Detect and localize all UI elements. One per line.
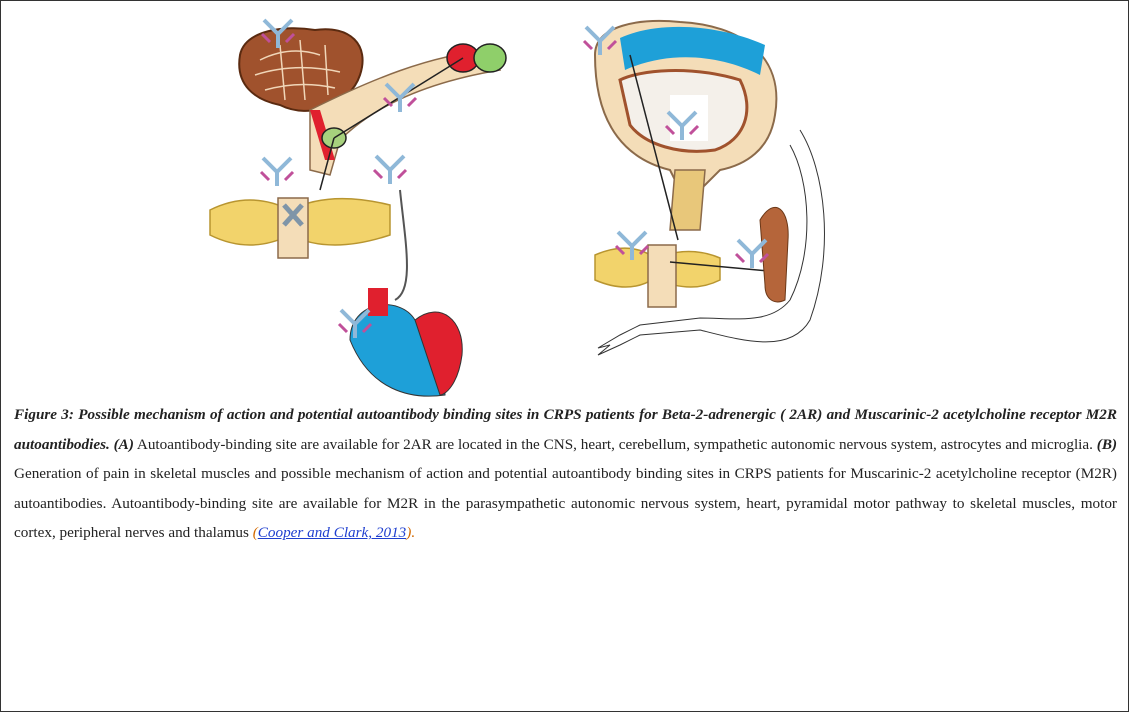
spinal-cord-a: [210, 198, 390, 258]
brainstem-b: [670, 170, 705, 230]
citation-close: ).: [406, 524, 415, 541]
heart: [350, 288, 462, 396]
antibody-icon: [261, 158, 293, 186]
panel-b: [584, 21, 824, 355]
panel-b-label: (B): [1097, 436, 1117, 453]
nucleus-green: [474, 44, 506, 72]
figure-illustration: [200, 0, 860, 402]
spinal-cord-b: [595, 245, 720, 307]
panel-a: [210, 20, 506, 396]
sympathetic-nerve: [395, 190, 407, 300]
citation-link[interactable]: Cooper and Clark, 2013: [258, 524, 407, 541]
panel-b-text: Generation of pain in skeletal muscles a…: [14, 465, 1117, 541]
antibody-icon: [374, 156, 406, 184]
figure-caption: Figure 3: Possible mechanism of action a…: [14, 400, 1117, 548]
panel-a-text: Autoantibody-binding site are available …: [134, 436, 1097, 453]
muscle: [760, 207, 788, 301]
citation: (Cooper and Clark, 2013).: [253, 524, 415, 541]
panel-a-label: (A): [114, 436, 134, 453]
